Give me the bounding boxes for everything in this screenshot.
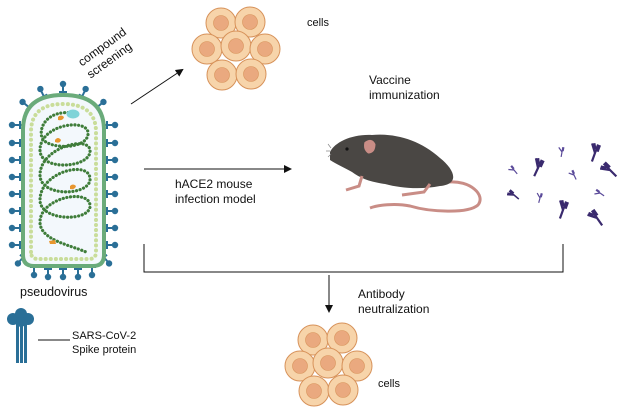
hace2-line-2: infection model — [175, 192, 256, 206]
pseudovirus-illustration — [7, 79, 120, 282]
antibodies-cluster — [505, 141, 619, 230]
spike-protein-icon — [7, 308, 34, 363]
antibody-line-2: neutralization — [358, 302, 430, 316]
mouse-illustration — [326, 134, 482, 213]
vaccine-line-1: Vaccine — [369, 73, 411, 87]
antibody-neutralization-label: Antibody neutralization — [358, 287, 429, 317]
virus-orange-protein — [70, 184, 76, 190]
pseudovirus-label: pseudovirus — [20, 285, 88, 299]
virus-orange-protein — [49, 240, 56, 244]
virus-orange-protein — [55, 138, 61, 143]
virus-envelope — [21, 92, 106, 268]
mouse-ear — [363, 138, 377, 155]
cell-cluster-top — [191, 6, 281, 91]
arrow-compound-screening — [130, 68, 184, 105]
spike-line-2: Spike protein — [72, 344, 137, 356]
antibody-line-1: Antibody — [358, 287, 405, 301]
hace2-line-1: hACE2 mouse — [175, 177, 253, 191]
mouse-eye — [345, 147, 349, 151]
virus-rna-coil — [38, 111, 92, 254]
virus-orange-protein — [58, 115, 64, 121]
bracket-connector — [143, 244, 564, 273]
cells-label-bottom: cells — [378, 378, 401, 390]
mouse-front-leg — [345, 175, 364, 192]
spike-line-1: SARS-CoV-2 — [72, 330, 137, 342]
cells-label-top: cells — [307, 17, 330, 29]
spike-protein-label: SARS-CoV-2 Spike protein — [72, 329, 136, 357]
virus-inner-membrane — [29, 101, 98, 261]
virus-cyan-protein — [66, 109, 80, 119]
mouse-whiskers — [326, 143, 332, 158]
mouse-hind-leg — [401, 183, 432, 197]
vaccine-immunization-label: Vaccine immunization — [369, 73, 440, 103]
hace2-model-label: hACE2 mouse infection model — [175, 177, 256, 207]
mouse-body — [330, 134, 454, 189]
mouse-tail — [369, 180, 482, 213]
vaccine-line-2: immunization — [369, 88, 440, 102]
cell-cluster-bottom — [284, 322, 373, 407]
